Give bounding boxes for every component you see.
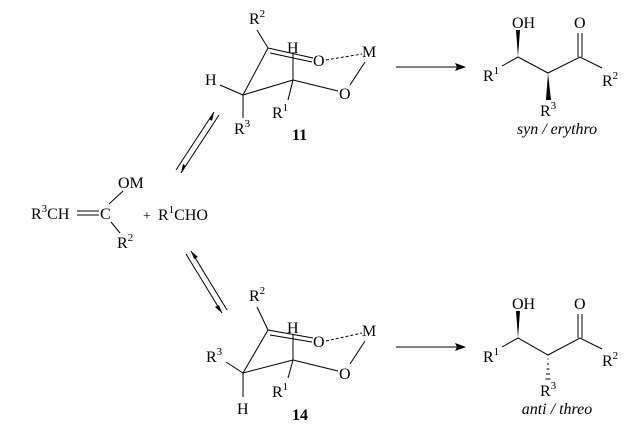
ts11-o-ring: O — [339, 86, 351, 103]
ts11-m: M — [362, 44, 376, 61]
anti-r1: R1 — [483, 346, 499, 366]
syn-r1: R1 — [483, 65, 499, 85]
syn-r2: R2 — [602, 70, 618, 90]
anti-oh: OH — [512, 296, 536, 313]
anti-r2: R2 — [602, 350, 618, 370]
enolate-r2: R2 — [117, 232, 133, 252]
transition-state-14: R2 H O M O R3 H R1 14 — [206, 285, 376, 424]
anti-r3: R3 — [540, 380, 557, 400]
ts11-r1: R1 — [272, 102, 288, 122]
reaction-arrow-bottom — [396, 343, 466, 351]
ts14-m: M — [362, 323, 376, 340]
reaction-arrow-top — [396, 63, 466, 71]
equilibrium-arrow-bottom — [185, 250, 228, 314]
syn-o: O — [574, 15, 586, 32]
enolate-structure: R3CH C OM R2 — [31, 175, 144, 252]
ts14-r3: R3 — [206, 346, 223, 366]
ts11-number: 11 — [292, 127, 307, 144]
ts14-r1: R1 — [272, 381, 288, 401]
ts14-number: 14 — [292, 407, 308, 424]
ts11-h: H — [287, 40, 299, 57]
ts11-h-left: H — [205, 72, 217, 89]
ts14-o-ring: O — [339, 366, 351, 383]
ts14-o-carbonyl: O — [313, 334, 325, 351]
syn-oh: OH — [512, 15, 536, 32]
hashed-bond — [545, 358, 551, 380]
transition-state-11: R2 H O M O H R3 R1 11 — [205, 8, 376, 144]
plus-sign: + — [143, 209, 151, 224]
enolate-om: OM — [118, 175, 144, 192]
product-syn: OH O R1 R3 R2 syn / erythro — [483, 15, 618, 138]
anti-threo-label: anti / threo — [522, 401, 593, 418]
ts11-o-carbonyl: O — [313, 53, 325, 70]
ts14-h: H — [287, 320, 299, 337]
syn-erythro-label: syn / erythro — [517, 121, 597, 138]
ts11-r3: R3 — [234, 118, 251, 138]
syn-r3: R3 — [540, 100, 557, 120]
ts14-r2: R2 — [249, 285, 265, 305]
product-anti: OH O R1 R3 R2 anti / threo — [483, 296, 618, 418]
equilibrium-arrow-top — [175, 111, 220, 174]
enolate-r3: R3CH — [31, 203, 70, 223]
anti-o: O — [574, 296, 586, 313]
ts11-r2: R2 — [249, 8, 265, 28]
aldehyde: R1CHO — [158, 204, 208, 224]
ts14-h-bottom: H — [237, 401, 249, 418]
enolate-c: C — [100, 206, 111, 223]
